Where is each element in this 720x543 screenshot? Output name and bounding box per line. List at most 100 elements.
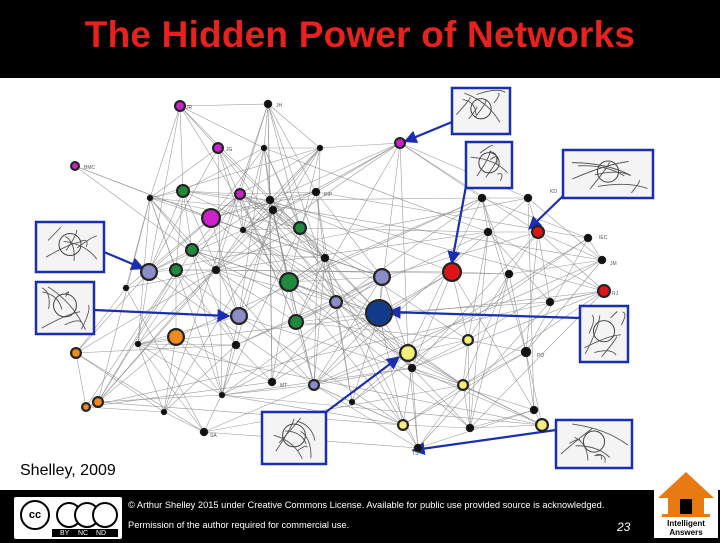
network-edge [239, 191, 317, 195]
network-edge [462, 339, 469, 386]
network-edge [203, 384, 464, 433]
network-edge [402, 424, 471, 429]
node-label: JH [276, 103, 283, 109]
cc-label-nc: NC [78, 530, 89, 537]
network-edge [75, 344, 237, 354]
network-edge [239, 193, 605, 292]
network-edge [313, 384, 419, 449]
network-edge [97, 394, 223, 403]
network-edge [313, 367, 413, 386]
network-edge [271, 281, 290, 383]
network-node [462, 334, 474, 346]
network-edge [149, 197, 193, 251]
network-edge [269, 199, 273, 383]
network-node [413, 443, 423, 453]
network-node [279, 272, 299, 292]
network-node [348, 398, 356, 406]
network-edge [315, 142, 401, 193]
network-edge [125, 269, 217, 289]
network-edge [182, 190, 241, 195]
network-node [477, 193, 487, 203]
network-node [176, 184, 190, 198]
network-edge [217, 147, 244, 231]
network-edge [149, 197, 301, 229]
network-edge [411, 367, 543, 426]
network-node [92, 396, 104, 408]
network-edge [411, 367, 419, 449]
network-node [483, 227, 493, 237]
network-edge [299, 227, 489, 233]
network-edge [210, 217, 240, 317]
network-node [167, 328, 185, 346]
network-node [169, 263, 183, 277]
network-edge [467, 273, 510, 341]
network-node [265, 195, 275, 205]
network-edge [148, 197, 529, 273]
network-node [308, 379, 320, 391]
network-node [174, 100, 186, 112]
network-node [70, 161, 80, 171]
network-edge [163, 147, 321, 413]
network-edge [85, 269, 177, 408]
network-node [311, 187, 321, 197]
logo-icon: Intelligent Answers [658, 472, 714, 537]
network-edge [469, 409, 535, 429]
network-edge [469, 273, 510, 429]
network-edge [182, 190, 240, 317]
network-edge [295, 321, 469, 341]
network-edge [411, 367, 464, 386]
network-edge [399, 142, 409, 354]
pointer-arrow [387, 305, 581, 320]
network-edge [288, 147, 321, 283]
title-bar [0, 0, 720, 78]
network-edge [75, 287, 127, 354]
network-edge [239, 193, 383, 278]
network-edge [269, 191, 317, 201]
network-edge [179, 105, 265, 149]
network-edge [469, 424, 543, 429]
pointer-arrow [93, 308, 231, 323]
network-edge [467, 259, 603, 341]
network-edge [179, 103, 269, 107]
network-edge [417, 384, 464, 449]
network-edge [221, 344, 237, 396]
pointer-arrows [93, 120, 581, 456]
network-node [407, 363, 417, 373]
network-edge [221, 394, 543, 426]
network-edge [239, 193, 244, 231]
network-edge [242, 191, 317, 231]
network-edge [137, 343, 223, 396]
network-edge [182, 147, 265, 192]
network-edges [74, 103, 605, 449]
cc-icon: cc [20, 500, 50, 530]
network-edge [175, 269, 237, 346]
network-edge [335, 197, 483, 303]
network-node [267, 377, 277, 387]
network-nodes [70, 99, 611, 453]
pointer-arrow [411, 428, 557, 456]
network-node [218, 391, 226, 399]
network-edge [149, 105, 181, 199]
network-edge [75, 352, 165, 413]
network-edge [324, 257, 419, 449]
network-edge [295, 231, 489, 323]
network-edge [313, 257, 326, 386]
network-edge [335, 301, 464, 386]
network-edge [175, 336, 273, 383]
logo-text-answers: Answers [669, 528, 703, 537]
network-edge [351, 312, 380, 403]
network-edge [267, 103, 321, 149]
network-edge [175, 269, 240, 317]
network-edge [335, 301, 404, 426]
network-edge [402, 384, 464, 426]
network-node [442, 262, 462, 282]
network-edge [324, 257, 383, 278]
node-label: JR [186, 105, 193, 111]
network-edge [417, 409, 535, 449]
network-edge [378, 301, 551, 314]
cc-label-nd: ND [96, 530, 107, 537]
network-edge [242, 227, 301, 231]
network-edge [97, 269, 217, 403]
network-edge [179, 105, 184, 192]
network-node [520, 346, 532, 358]
